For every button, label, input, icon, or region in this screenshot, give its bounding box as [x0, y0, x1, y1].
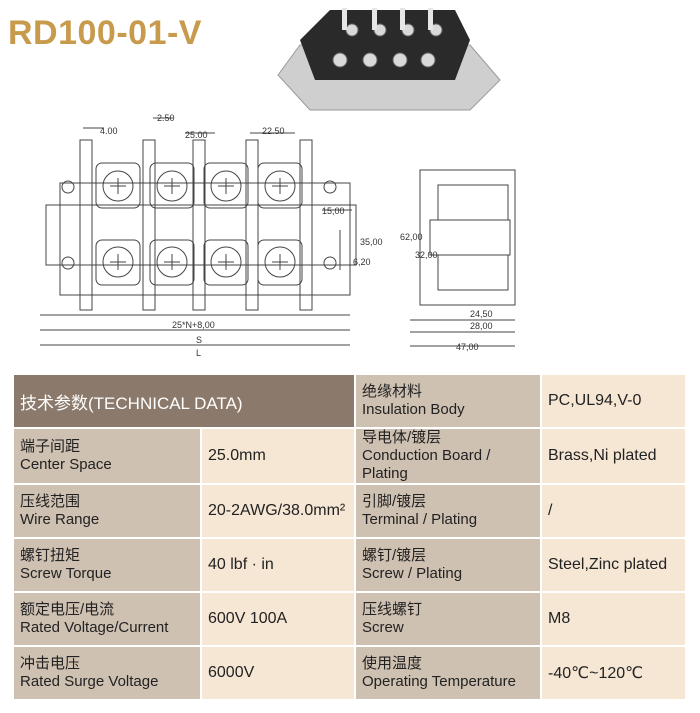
dim-center: 25.00	[185, 130, 208, 140]
dim-l: L	[196, 348, 201, 358]
dim-gap: 2.50	[157, 113, 175, 123]
row-right-2-value: /	[542, 485, 685, 537]
row-right-0-value: PC,UL94,V-0	[542, 375, 685, 427]
row-left-2-value: 40 lbf · in	[202, 539, 354, 591]
dim-side-2450: 24,50	[470, 309, 493, 319]
dim-side-2800: 28,00	[470, 321, 493, 331]
side-view	[410, 169, 516, 347]
table-header: 技术参数(TECHNICAL DATA)	[14, 375, 354, 427]
dim-s: S	[196, 335, 202, 345]
technical-drawing: 4.00 2.50 25.00 22.50 25*N+8,00 S L 15,0…	[40, 8, 516, 358]
dim-pitch-small: 4.00	[100, 126, 118, 136]
row-right-4-value: M8	[542, 593, 685, 645]
row-right-5-value: -40℃~120℃	[542, 647, 685, 699]
row-left-3-value: 600V 100A	[202, 593, 354, 645]
dim-h15: 15,00	[322, 206, 345, 216]
product-photo	[277, 8, 501, 111]
dim-edge: 22.50	[262, 126, 285, 136]
row-right-3-value: Steel,Zinc plated	[542, 539, 685, 591]
row-left-0-value: 25.0mm	[202, 429, 354, 483]
dim-side-4700: 47,00	[456, 342, 479, 352]
front-view	[40, 117, 357, 346]
dim-h35: 35,00	[360, 237, 383, 247]
dim-side-62: 62,00	[400, 232, 423, 242]
row-right-1-value: Brass,Ni plated	[542, 429, 685, 483]
row-left-4-value: 6000V	[202, 647, 354, 699]
product-title: RD100-01-V	[8, 14, 202, 52]
dim-side-32: 32,00	[415, 250, 438, 260]
row-left-1-value: 20-2AWG/38.0mm²	[202, 485, 354, 537]
dim-total: 25*N+8,00	[172, 320, 215, 330]
dim-h620: 6,20	[353, 257, 371, 267]
